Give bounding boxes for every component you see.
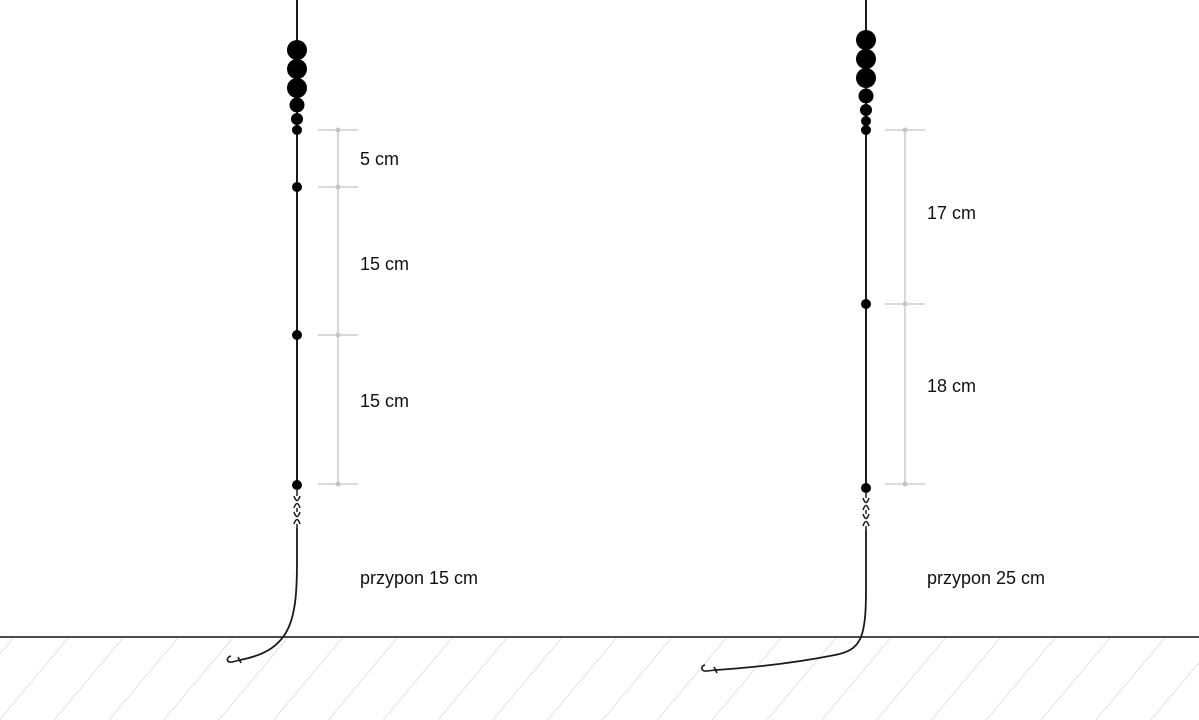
distance-label: 18 cm [927,376,976,396]
bead [287,78,307,98]
stopper-bead [292,330,302,340]
bead-stack-right [856,30,876,135]
bead [287,59,307,79]
distance-label: 17 cm [927,203,976,223]
hook-icon [226,655,242,664]
distance-label: 15 cm [360,254,409,274]
stopper-bead [292,182,302,192]
leader-left [239,528,298,661]
rig-left: 5 cm 15 cm 15 cm przypon 15 cm [226,0,478,664]
seabed-hatch [0,637,1199,720]
bead [856,49,876,69]
leader-right [715,530,867,671]
swivel-left [293,489,301,528]
stopper-bead [861,299,871,309]
distance-label: 5 cm [360,149,399,169]
measure-dots-left [335,127,341,487]
stopper-bead [292,480,302,490]
leader-label: przypon 25 cm [927,568,1045,588]
leader-label: przypon 15 cm [360,568,478,588]
rig-right: 17 cm 18 cm przypon 25 cm [701,0,1045,674]
hook-icon [701,664,718,674]
measure-dots-right [902,127,908,487]
stopper-bead [861,483,871,493]
measure-bar-right [885,129,925,485]
bead [861,125,871,135]
bead [291,113,303,125]
bead [856,68,876,88]
bead [858,88,874,104]
bead [289,97,305,113]
distance-label: 15 cm [360,391,409,411]
swivel-right [862,492,870,530]
bead [292,125,302,135]
measure-bar-left [318,129,358,485]
bead [861,116,871,126]
bead [287,40,307,60]
bead [856,30,876,50]
bead [860,104,872,116]
bead-stack-left [287,40,307,135]
